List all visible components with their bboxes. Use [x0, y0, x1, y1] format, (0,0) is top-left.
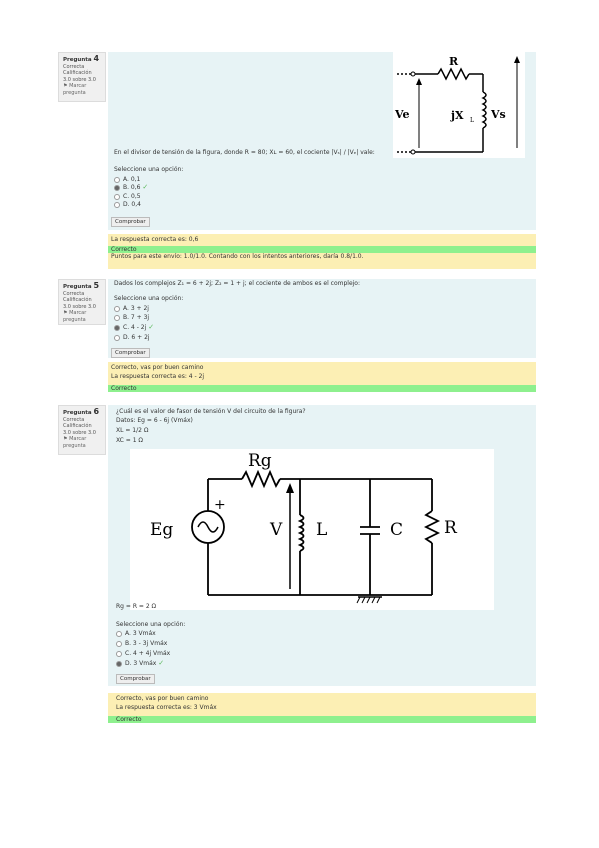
question-body: ¿Cuál es el valor de fasor de tensión V …	[108, 405, 536, 686]
check-icon: ✓	[158, 659, 165, 667]
xc-line: XC = 1 Ω	[116, 437, 144, 444]
label-rg: Rg	[248, 451, 272, 471]
submit-button[interactable]: Comprobar	[111, 217, 150, 227]
radio-icon	[114, 334, 120, 341]
flag-question-link[interactable]: ⚑ Marcar pregunta	[63, 436, 101, 449]
select-label: Seleccione una opción:	[114, 295, 184, 302]
flag-label: Marcar pregunta	[63, 436, 87, 449]
radio-icon	[114, 193, 120, 200]
xl-line: XL = 1/2 Ω	[116, 427, 149, 434]
option-b[interactable]: B. 3 - 3j Vmáx	[116, 640, 167, 648]
option-a[interactable]: A. 0,1	[114, 176, 140, 184]
option-a[interactable]: A. 3 + 2j	[114, 305, 149, 313]
question-status: Correcta	[63, 63, 85, 70]
submit-button[interactable]: Comprobar	[116, 674, 155, 684]
flag-question-link[interactable]: ⚑ Marcar pregunta	[63, 83, 101, 96]
question-info: Pregunta 4 Correcta Calificación 3.0 sob…	[58, 52, 106, 102]
flag-label: Marcar pregunta	[63, 83, 87, 96]
label-ve: Ve	[394, 108, 410, 121]
radio-icon	[114, 305, 120, 312]
question-body: R Ve jX L Vs En el divisor de tensión de…	[108, 52, 536, 230]
question-number: 4	[93, 54, 100, 63]
question-6: Pregunta 6 Correcta Calificación 3.0 sob…	[58, 405, 536, 725]
submit-button[interactable]: Comprobar	[111, 348, 150, 358]
option-d[interactable]: D. 3 Vmáx ✓	[116, 659, 165, 668]
select-label: Seleccione una opción:	[114, 166, 184, 173]
question-number: 6	[93, 407, 100, 416]
question-status: Correcta	[63, 290, 85, 297]
label-l: L	[316, 520, 327, 540]
question-score: Calificación 3.0 sobre 3.0	[63, 423, 96, 436]
question-content: ¿Cuál es el valor de fasor de tensión V …	[108, 405, 536, 725]
result-correct: Correcto	[108, 385, 536, 392]
flag-label: Marcar pregunta	[63, 310, 87, 323]
label-jxl-sub: L	[470, 117, 474, 124]
right-answer: La respuesta correcta es: 3 Vmáx	[116, 704, 217, 711]
label-eg: Eg	[150, 520, 173, 540]
option-a[interactable]: A. 3 Vmáx	[116, 630, 156, 638]
question-text: ¿Cuál es el valor de fasor de tensión V …	[116, 408, 306, 415]
label-r: R	[444, 518, 458, 538]
voltage-divider-figure: R Ve jX L Vs	[393, 52, 525, 158]
question-body: Dados los complejos Z₁ = 6 + 2j; Z₂ = 1 …	[108, 279, 536, 358]
option-c[interactable]: C. 4 - 2j ✓	[114, 323, 155, 332]
feedback-panel: Correcto, vas por buen camino La respues…	[108, 362, 536, 385]
label-r: R	[449, 55, 459, 68]
question-info: Pregunta 6 Correcta Calificación 3.0 sob…	[58, 405, 106, 455]
feedback-text: Correcto, vas por buen camino	[111, 364, 204, 371]
question-label: Pregunta	[63, 410, 92, 416]
radio-icon	[116, 640, 122, 647]
data-line: Datos: Eg = 6 - 6j (Vmáx)	[116, 417, 193, 424]
question-content: R Ve jX L Vs En el divisor de tensión de…	[108, 52, 536, 270]
radio-icon	[114, 176, 120, 183]
question-score: Calificación 3.0 sobre 3.0	[63, 297, 96, 310]
question-5: Pregunta 5 Correcta Calificación 3.0 sob…	[58, 279, 536, 392]
question-label: Pregunta	[63, 57, 92, 63]
option-d[interactable]: D. 6 + 2j	[114, 334, 150, 342]
question-text: Dados los complejos Z₁ = 6 + 2j; Z₂ = 1 …	[114, 280, 360, 287]
flag-icon: ⚑	[63, 83, 68, 89]
option-b[interactable]: B. 0,6 ✓	[114, 183, 149, 192]
radio-icon	[114, 314, 120, 321]
option-c[interactable]: C. 4 + 4j Vmáx	[116, 650, 170, 658]
feedback-panel: Correcto, vas por buen camino La respues…	[108, 693, 536, 716]
option-b[interactable]: B. 7 + 3j	[114, 314, 149, 322]
feedback-text: Correcto, vas por buen camino	[116, 695, 209, 702]
question-label: Pregunta	[63, 284, 92, 290]
option-c[interactable]: C. 0,5	[114, 193, 141, 201]
label-jxl: jX	[450, 109, 464, 122]
select-label: Seleccione una opción:	[116, 621, 186, 628]
flag-icon: ⚑	[63, 436, 68, 442]
right-answer: La respuesta correcta es: 4 - 2j	[111, 373, 205, 380]
question-number: 5	[93, 281, 100, 290]
label-plus: +	[214, 497, 226, 513]
radio-icon	[116, 630, 122, 637]
label-c: C	[390, 520, 403, 540]
flag-question-link[interactable]: ⚑ Marcar pregunta	[63, 310, 101, 323]
question-status: Correcta	[63, 416, 85, 423]
question-4: Pregunta 4 Correcta Calificación 3.0 sob…	[58, 52, 536, 270]
option-d[interactable]: D. 0,4	[114, 201, 141, 209]
check-icon: ✓	[142, 183, 149, 191]
points-text: Puntos para este envío: 1.0/1.0. Contand…	[111, 253, 364, 260]
radio-icon	[116, 650, 122, 657]
circuit-figure: Rg + Eg V L C R	[130, 449, 494, 610]
rg-line: Rg = R = 2 Ω	[116, 603, 157, 610]
question-score: Calificación 3.0 sobre 3.0	[63, 70, 96, 83]
radio-selected-icon	[114, 184, 120, 191]
flag-icon: ⚑	[63, 310, 68, 316]
result-correct: Correcto	[108, 716, 536, 723]
label-v: V	[269, 520, 283, 540]
question-text: En el divisor de tensión de la figura, d…	[114, 149, 375, 156]
radio-selected-icon	[116, 660, 122, 667]
question-info: Pregunta 5 Correcta Calificación 3.0 sob…	[58, 279, 106, 325]
radio-selected-icon	[114, 324, 120, 331]
label-vs: Vs	[490, 108, 506, 121]
radio-icon	[114, 201, 120, 208]
right-answer: La respuesta correcta es: 0,6	[111, 236, 199, 243]
question-content: Dados los complejos Z₁ = 6 + 2j; Z₂ = 1 …	[108, 279, 536, 392]
check-icon: ✓	[148, 323, 155, 331]
result-correct: Correcto	[108, 246, 536, 253]
